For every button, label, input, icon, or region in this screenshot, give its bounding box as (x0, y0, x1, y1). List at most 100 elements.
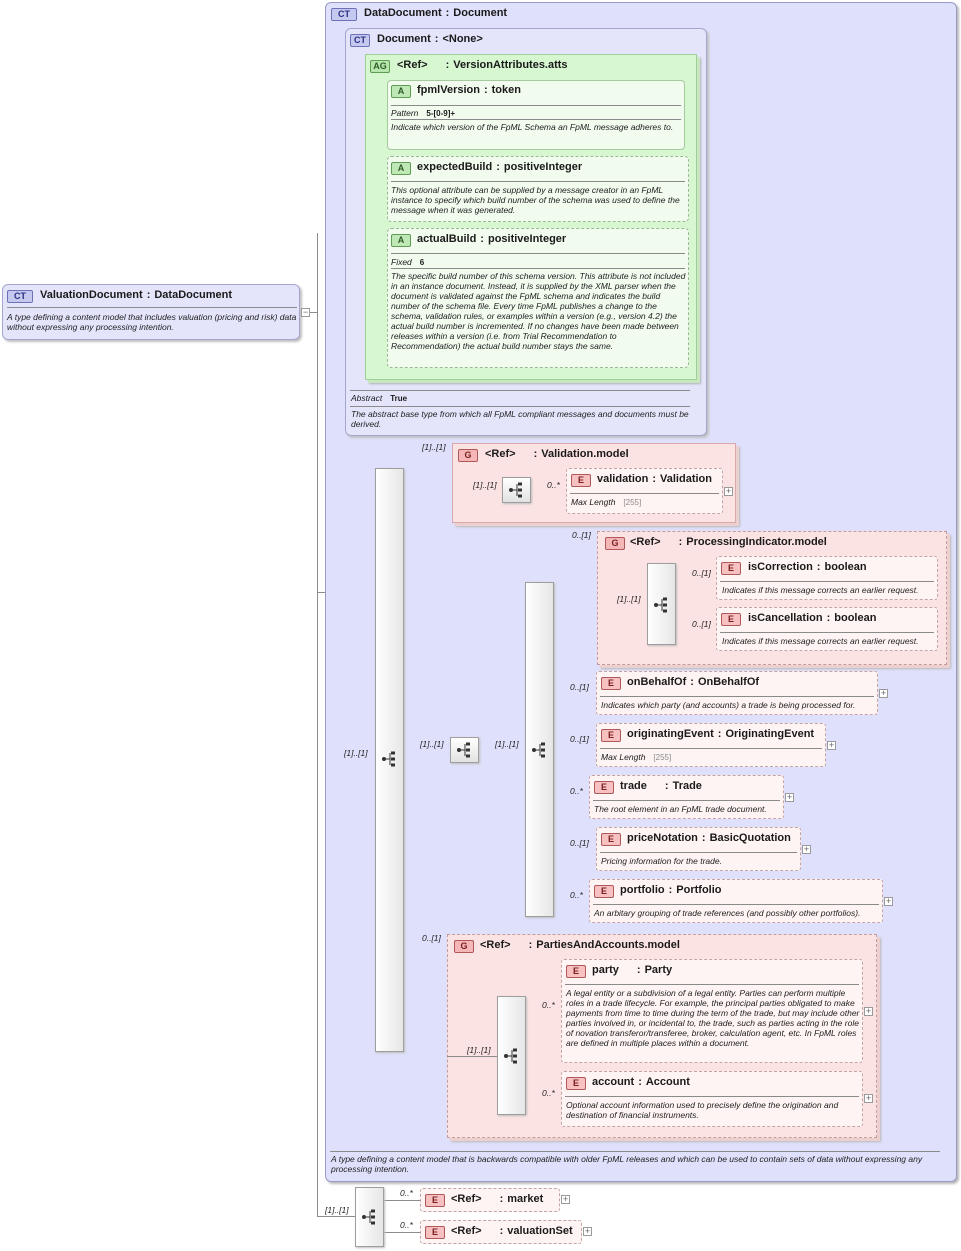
ref-label: <Ref> (485, 448, 516, 460)
ref-label: <Ref> (397, 59, 428, 71)
node-description: Indicates if this message corrects an ea… (722, 585, 919, 595)
element-icon: E (721, 562, 741, 575)
element-on-behalf-of[interactable]: E onBehalfOf:OnBehalfOf Indicates which … (596, 671, 878, 715)
element-icon: E (566, 965, 586, 978)
valuation-document-node[interactable]: CT ValuationDocument:DataDocument A type… (2, 284, 300, 340)
node-name: trade (620, 780, 647, 792)
element-price-notation[interactable]: E priceNotation:BasicQuotation Pricing i… (596, 827, 801, 871)
element-market[interactable]: E <Ref>:market (420, 1188, 560, 1212)
element-account[interactable]: E account:Account Optional account infor… (561, 1071, 863, 1127)
node-name: fpmlVersion (417, 84, 480, 96)
node-name: isCorrection (748, 561, 813, 573)
facet-label: Pattern (391, 108, 419, 118)
expand-icon[interactable]: + (724, 486, 733, 496)
attribute-icon: A (391, 85, 411, 98)
node-type: token (491, 84, 521, 96)
element-validation[interactable]: E validation:Validation Max Length[255] (566, 468, 723, 514)
node-name: priceNotation (627, 832, 698, 844)
node-type: ProcessingIndicator.model (686, 536, 827, 548)
expand-icon[interactable]: + (879, 688, 888, 698)
node-type: Party (644, 964, 673, 976)
node-title: validation:Validation (597, 473, 712, 485)
cardinality: 0..* (400, 1220, 413, 1230)
element-is-correction[interactable]: E isCorrection:boolean Indicates if this… (716, 556, 938, 600)
node-title: isCorrection:boolean (748, 561, 867, 573)
node-title: <Ref>:Validation.model (485, 448, 629, 460)
element-originating-event[interactable]: E originatingEvent:OriginatingEvent Max … (596, 723, 826, 767)
divider (593, 904, 879, 905)
divider (565, 1096, 859, 1097)
facet-label: Max Length (601, 752, 646, 762)
expand-icon[interactable]: + (884, 896, 893, 906)
connector (317, 233, 318, 1217)
expand-icon[interactable]: + (864, 1093, 873, 1103)
cardinality: [1]..[1] (473, 480, 497, 490)
node-name: ValuationDocument (40, 289, 143, 301)
node-description: This optional attribute can be supplied … (391, 185, 680, 215)
sequence-icon (457, 742, 470, 758)
node-title: Document:<None> (377, 33, 483, 45)
attribute-expected-build[interactable]: A expectedBuild:positiveInteger This opt… (387, 156, 689, 222)
divider (7, 307, 297, 308)
element-icon: E (601, 729, 621, 742)
sequence-icon (654, 597, 667, 613)
node-name: account (592, 1076, 635, 1088)
node-title: fpmlVersion:token (417, 84, 521, 96)
node-title: <Ref>:PartiesAndAccounts.model (480, 939, 680, 951)
sequence-icon (509, 482, 522, 498)
element-party[interactable]: E party:Party A legal entity or a subdiv… (561, 959, 863, 1063)
element-icon: E (425, 1194, 445, 1207)
group-icon: G (605, 537, 625, 550)
node-type: Account (645, 1076, 690, 1088)
node-title: ValuationDocument:DataDocument (40, 289, 232, 301)
node-description: The root element in an FpML trade docume… (594, 804, 767, 814)
divider (720, 632, 934, 633)
max-length-facet: Max Length[255] (601, 752, 671, 762)
expand-icon[interactable]: + (802, 844, 811, 854)
divider (565, 984, 859, 985)
expand-icon[interactable]: + (785, 792, 794, 802)
cardinality: 0..* (542, 1000, 555, 1010)
expand-icon[interactable]: + (561, 1194, 570, 1204)
cardinality: 0..[1] (570, 838, 589, 848)
node-name: onBehalfOf (627, 676, 687, 688)
expand-icon[interactable]: + (864, 1006, 873, 1016)
cardinality: [1]..[1] (422, 442, 446, 452)
node-title: originatingEvent:OriginatingEvent (627, 728, 815, 740)
node-description: Indicates if this message corrects an ea… (722, 636, 919, 646)
complex-type-icon: CT (7, 290, 33, 303)
ref-label: <Ref> (451, 1225, 482, 1237)
element-portfolio[interactable]: E portfolio:Portfolio An arbitary groupi… (589, 879, 883, 923)
node-title: portfolio:Portfolio (620, 884, 722, 896)
complex-type-icon: CT (331, 8, 357, 21)
facet-value: True (390, 394, 408, 403)
node-type: boolean (824, 561, 867, 573)
sequence-compositor[interactable] (450, 737, 479, 763)
divider (350, 390, 690, 391)
node-title: <Ref>:market (451, 1193, 544, 1205)
element-trade[interactable]: E trade:Trade The root element in an FpM… (589, 775, 784, 819)
element-is-cancellation[interactable]: E isCancellation:boolean Indicates if th… (716, 607, 938, 651)
element-icon: E (594, 885, 614, 898)
cardinality: 0..* (542, 1088, 555, 1098)
element-valuation-set[interactable]: E <Ref>:valuationSet (420, 1220, 582, 1244)
connector (317, 1216, 355, 1217)
node-type: VersionAttributes.atts (453, 59, 568, 71)
expand-icon[interactable]: + (827, 740, 836, 750)
node-title: isCancellation:boolean (748, 612, 877, 624)
node-description: Indicate which version of the FpML Schem… (391, 122, 674, 132)
node-name: DataDocument (364, 7, 442, 19)
collapse-icon[interactable]: − (301, 307, 310, 317)
sequence-icon (532, 742, 545, 758)
facet-label: Fixed (391, 257, 412, 267)
ref-label: <Ref> (480, 939, 511, 951)
ref-label: <Ref> (630, 536, 661, 548)
node-type: Validation.model (541, 448, 629, 460)
node-description: The specific build number of this schema… (391, 271, 686, 351)
expand-icon[interactable]: + (583, 1226, 592, 1236)
connector (384, 1232, 420, 1233)
